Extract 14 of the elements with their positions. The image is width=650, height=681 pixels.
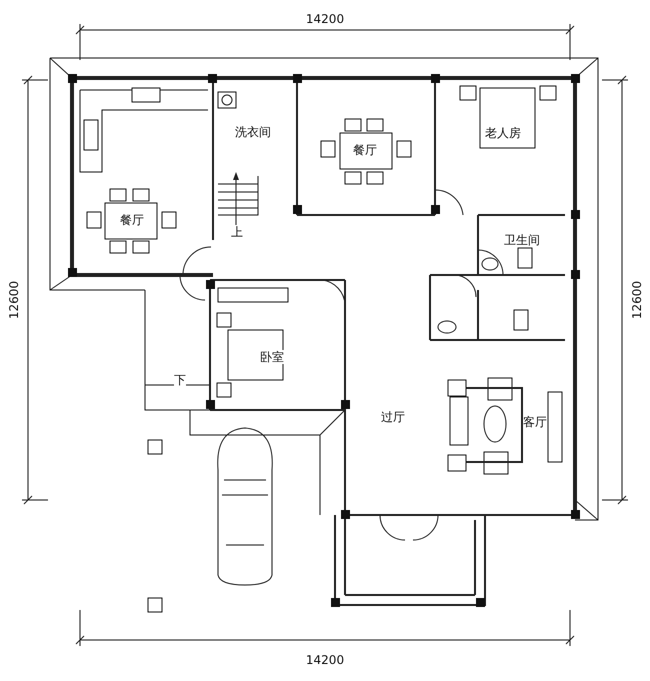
dimension-label: 14200 — [306, 12, 344, 26]
room-label: 客厅 — [523, 415, 547, 429]
room-label: 卫生间 — [504, 233, 540, 247]
dimension-label: 12600 — [7, 280, 21, 320]
dimension-label: 12600 — [630, 280, 644, 320]
stair-label: 上 — [231, 225, 243, 239]
stair-label: 下 — [174, 373, 186, 387]
room-label: 老人房 — [485, 126, 521, 140]
room-label: 卧室 — [260, 350, 284, 364]
room-label: 餐厅 — [120, 213, 144, 227]
dimension-label: 14200 — [306, 653, 344, 667]
room-label: 过厅 — [381, 410, 405, 424]
room-label: 洗衣间 — [235, 125, 271, 139]
room-label: 餐厅 — [353, 143, 377, 157]
